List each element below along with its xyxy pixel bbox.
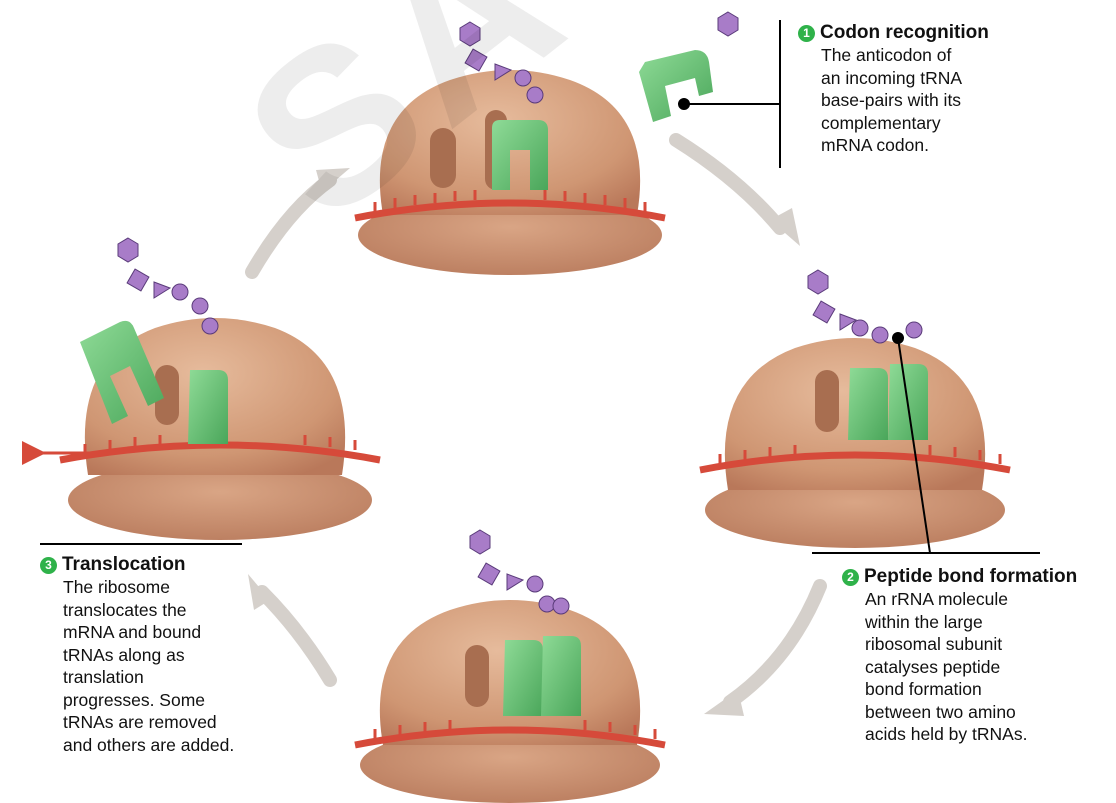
step-2-line: bond formation xyxy=(865,678,1077,701)
step-1-line: The anticodon of xyxy=(821,44,989,67)
leader-1-dot xyxy=(679,99,689,109)
step-3-line: tRNAs along as xyxy=(63,644,234,667)
step-3-description: The ribosome translocates the mRNA and b… xyxy=(63,576,234,756)
trna-p-site xyxy=(848,368,888,440)
step-3-line: translocates the xyxy=(63,599,234,622)
step-3-line: progresses. Some xyxy=(63,689,234,712)
ribosome-post-bond xyxy=(355,530,665,803)
step-2-line: within the large xyxy=(865,611,1077,634)
cycle-arrow-top-left xyxy=(252,180,330,272)
step-3-title: Translocation xyxy=(62,554,186,575)
trna-a-site xyxy=(541,636,581,716)
step-2-line: ribosomal subunit xyxy=(865,633,1077,656)
step-1-line: base-pairs with its xyxy=(821,89,989,112)
step-2-line: An rRNA molecule xyxy=(865,588,1077,611)
step-3-line: The ribosome xyxy=(63,576,234,599)
step-2-line: catalyses peptide xyxy=(865,656,1077,679)
step-2-description: An rRNA molecule within the large riboso… xyxy=(865,588,1077,746)
step-3-callout: 3 Translocation The ribosome translocates… xyxy=(40,554,234,756)
step-2-callout: 2 Peptide bond formation An rRNA molecule… xyxy=(842,566,1077,746)
step-1-description: The anticodon of an incoming tRNA base-p… xyxy=(821,44,989,157)
ribosome-translocation xyxy=(40,238,380,540)
trna-p-site xyxy=(503,640,543,716)
step-1-number: 1 xyxy=(798,25,815,42)
step-3-line: mRNA and bound xyxy=(63,621,234,644)
step-1-callout: 1 Codon recognition The anticodon of an i… xyxy=(798,22,989,157)
cycle-arrow-bottom-left xyxy=(262,592,330,680)
step-2-title: Peptide bond formation xyxy=(864,566,1077,587)
leader-2-dot xyxy=(893,333,903,343)
incoming-trna xyxy=(639,50,713,122)
e-site-slot xyxy=(430,128,456,188)
trna-p-site xyxy=(188,370,228,444)
ribosome-peptide-bond xyxy=(700,270,1010,548)
e-site-slot xyxy=(815,370,839,432)
cycle-arrowhead-top-left xyxy=(316,168,350,192)
step-2-line: between two amino xyxy=(865,701,1077,724)
step-3-heading: 3 Translocation xyxy=(40,554,234,576)
step-3-line: tRNAs are removed xyxy=(63,711,234,734)
step-1-line: an incoming tRNA xyxy=(821,67,989,90)
step-1-line: complementary xyxy=(821,112,989,135)
step-3-line: translation xyxy=(63,666,234,689)
step-1-line: mRNA codon. xyxy=(821,134,989,157)
e-site-slot xyxy=(465,645,489,707)
cycle-arrow-bottom-right xyxy=(730,586,820,702)
step-2-number: 2 xyxy=(842,569,859,586)
step-2-heading: 2 Peptide bond formation xyxy=(842,566,1077,588)
step-2-line: acids held by tRNAs. xyxy=(865,723,1077,746)
step-3-line: and others are added. xyxy=(63,734,234,757)
step-3-number: 3 xyxy=(40,557,57,574)
step-1-title: Codon recognition xyxy=(820,22,989,43)
step-1-heading: 1 Codon recognition xyxy=(798,22,989,44)
cycle-arrowhead-bottom-right xyxy=(704,690,744,716)
amino-acid-chain xyxy=(808,270,922,343)
cycle-arrow-top-right xyxy=(676,140,780,228)
